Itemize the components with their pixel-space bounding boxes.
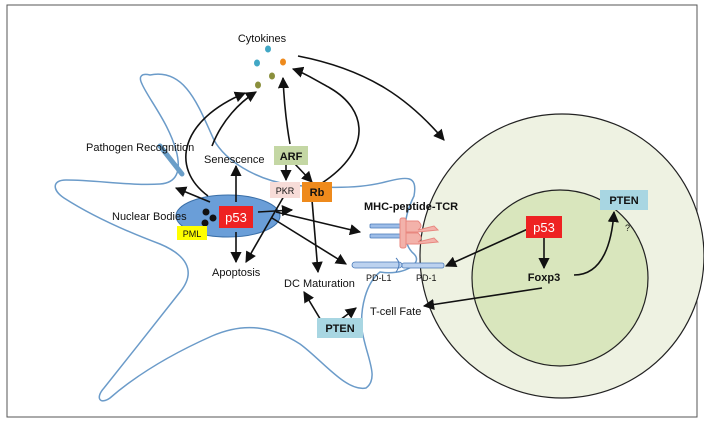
cytokine-dot (265, 45, 271, 53)
pten-dc-label: PTEN (325, 323, 354, 335)
nuclear-body-dot (201, 219, 209, 227)
tlr-receptor (157, 143, 185, 177)
arrow-p53t-pd-1 (444, 227, 531, 267)
pd-l1-pd-1-complex (351, 257, 445, 273)
arrow-p53-pathogen (174, 186, 211, 203)
pd-1-label: PD-1 (416, 273, 437, 283)
pkr-label: PKR (276, 186, 295, 196)
cytokine-dot (254, 59, 260, 67)
tcell-fate-label: T-cell Fate (370, 306, 421, 318)
arf-label: ARF (280, 151, 303, 163)
arrow-pten-dc-maturation (303, 291, 323, 323)
arrow-senescence-cytokines (211, 91, 257, 147)
arrow-foxp3-tcell-fate (422, 287, 543, 311)
arrow-arf-rb (293, 162, 313, 183)
arrow-cytokines-tcell (297, 55, 445, 141)
p53-dc-box (219, 206, 253, 228)
nuclear-body-dot (202, 208, 210, 216)
p53-tcell-box (526, 216, 562, 238)
dendritic-cell-membrane (54, 73, 418, 402)
pml-label: PML (183, 229, 202, 239)
arrow-pkr-apoptosis (245, 195, 285, 263)
pkr-box (270, 182, 300, 198)
arrow-p53-mhc (275, 211, 362, 236)
cytokine-dot (255, 81, 261, 89)
dc-maturation-label: DC Maturation (284, 278, 355, 290)
mhc-tcr-complex (369, 217, 440, 249)
arrow-arf-cytokines (277, 76, 291, 145)
apoptosis-label: Apoptosis (212, 267, 261, 279)
pd-l1-label: PD-L1 (366, 273, 392, 283)
question-mark-label: ? (625, 223, 630, 233)
arrow-p53-pd-l1 (271, 217, 347, 265)
p53-tcell-label: p53 (533, 220, 555, 235)
pten-tcell-box (600, 190, 648, 210)
cytokine-dot (269, 72, 275, 80)
arf-box (274, 146, 308, 165)
pathogen-recognition-label: Pathogen Recognition (86, 142, 194, 154)
foxp3-label: Foxp3 (528, 272, 560, 284)
pten-dc-box (317, 318, 363, 338)
arrow-p53-pkr (257, 205, 294, 217)
senescence-label: Senescence (204, 154, 265, 166)
arrow-foxp3-pten (573, 210, 619, 276)
mhc-peptide-tcr-label: MHC-peptide-TCR (364, 201, 458, 213)
nuclear-body-dot (209, 214, 217, 222)
arrow-rb-dc-maturation (311, 199, 323, 274)
rb-box (302, 182, 332, 202)
arrow-p53-cytokines (185, 91, 247, 197)
nuclear-bodies-label: Nuclear Bodies (112, 211, 187, 223)
p53-dc-label: p53 (225, 210, 247, 225)
arrow-rb-cytokines (291, 66, 360, 184)
rb-label: Rb (310, 187, 325, 199)
cytokine-dot (280, 58, 286, 66)
pten-tcell-label: PTEN (609, 195, 638, 207)
cytokines-label: Cytokines (238, 33, 287, 45)
pml-box (177, 226, 207, 240)
